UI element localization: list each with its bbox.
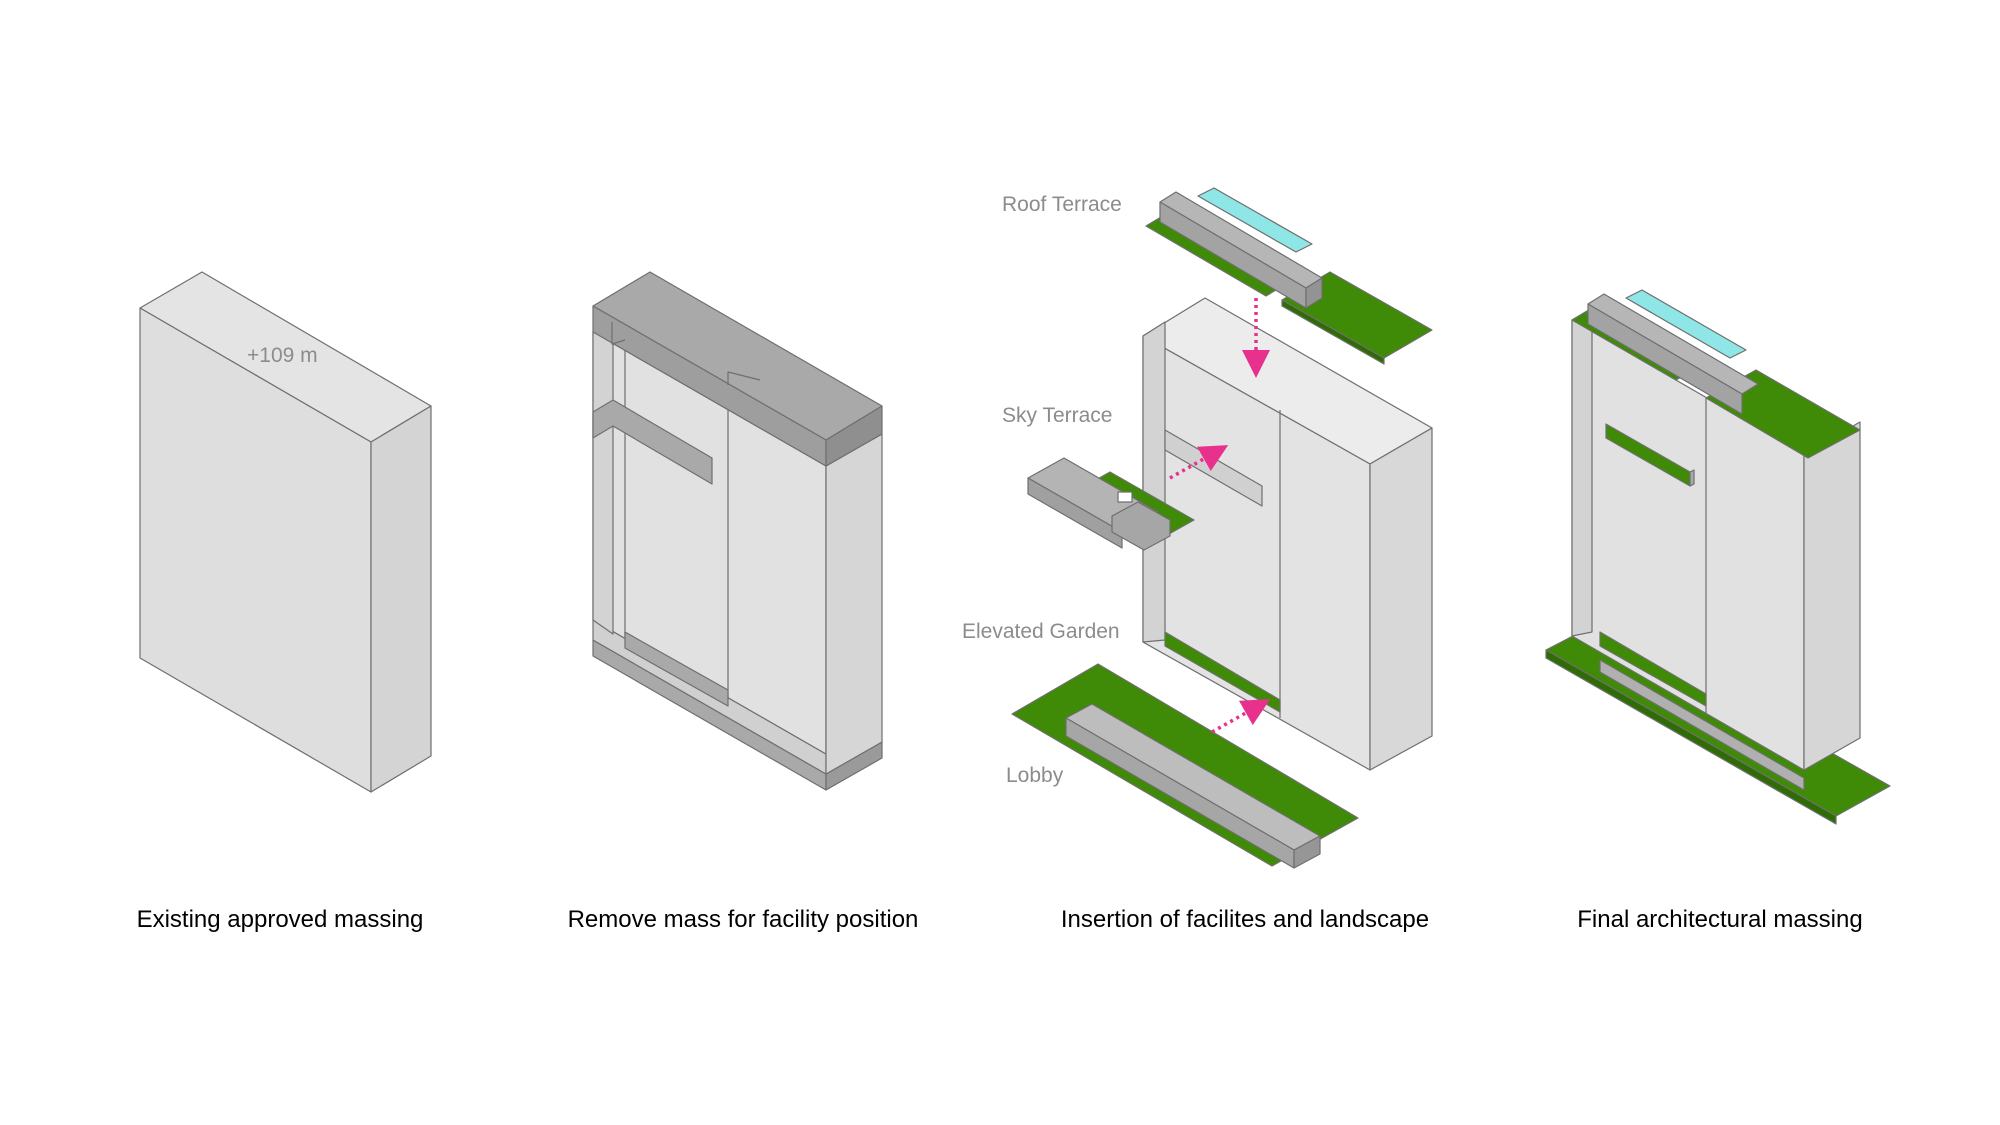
sky-block-front — [1027, 477, 1123, 549]
final-elevated-garden — [1599, 631, 1707, 707]
sky-terrace-module — [1027, 457, 1195, 551]
shell-side — [1369, 427, 1433, 771]
tower-side — [370, 405, 432, 793]
panel-1-existing-massing — [139, 271, 432, 793]
label-roof-terrace: Roof Terrace — [1002, 193, 1122, 216]
final-side — [1803, 421, 1861, 771]
tower-side — [825, 433, 883, 775]
roof-cut-side — [825, 405, 883, 467]
height-label: +109 m — [247, 344, 318, 367]
roof-terrace-module — [1145, 187, 1433, 365]
panel-4-final-massing — [1545, 289, 1891, 825]
panel-2-removed-mass — [592, 271, 883, 791]
shell-left-reveal — [1142, 321, 1166, 643]
label-elevated-garden: Elevated Garden — [962, 620, 1120, 643]
roof-green-b-edge — [1281, 299, 1385, 365]
final-ground-edge — [1545, 649, 1837, 825]
lobby-block-side — [1293, 835, 1321, 869]
final-lobby-block — [1599, 659, 1805, 791]
panel-3-insertion — [1011, 187, 1433, 869]
final-left-reveal — [1571, 307, 1593, 637]
caption-panel-1: Existing approved massing — [136, 906, 424, 933]
elevated-garden-strip — [1164, 631, 1281, 713]
final-sky-cut — [1689, 469, 1695, 487]
lobby-module — [1011, 663, 1359, 869]
roof-block-side — [1305, 277, 1323, 309]
final-roof-block-front — [1587, 303, 1743, 415]
sky-terrace-cut — [592, 399, 713, 485]
final-pool — [1625, 289, 1747, 359]
label-sky-terrace: Sky Terrace — [1002, 404, 1113, 427]
arrow-lobby — [1211, 699, 1271, 734]
sky-glass — [1117, 491, 1133, 503]
elevated-garden-cut — [624, 631, 729, 707]
caption-panel-3: Insertion of facilites and landscape — [1060, 906, 1430, 933]
label-lobby: Lobby — [1006, 764, 1064, 787]
caption-panel-4: Final architectural massing — [1577, 906, 1863, 933]
left-reveal — [592, 319, 614, 635]
sky-block-b — [1111, 501, 1171, 551]
caption-panel-2: Remove mass for facility position — [567, 906, 919, 933]
pool — [1197, 187, 1313, 253]
arrow-sky — [1169, 445, 1229, 480]
